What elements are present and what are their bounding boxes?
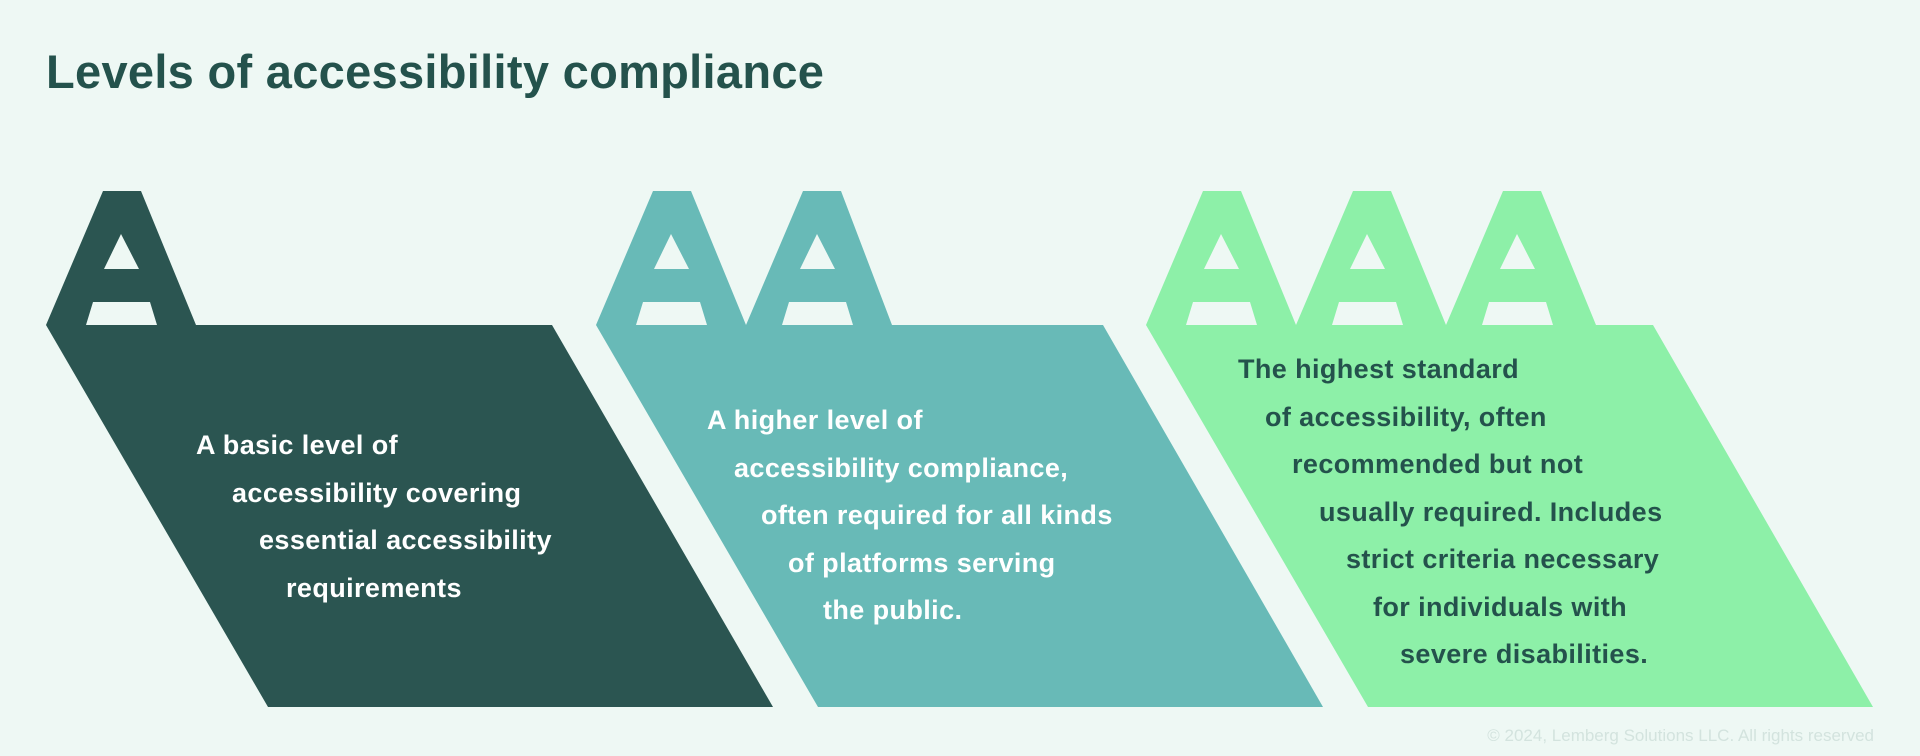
letter-a-glyph xyxy=(1446,191,1596,325)
level-aa-parallelogram xyxy=(596,325,1323,707)
description-line: of accessibility, often xyxy=(1265,401,1547,432)
description-line: usually required. Includes xyxy=(1319,496,1663,527)
description-line: severe disabilities. xyxy=(1400,639,1649,669)
letter-a-glyph xyxy=(1296,191,1446,325)
level-a-parallelogram xyxy=(46,325,773,707)
description-line: strict criteria necessary xyxy=(1346,544,1660,574)
description-line: often required for all kinds xyxy=(761,500,1113,530)
level-a-shape xyxy=(46,191,773,707)
letter-a-glyph xyxy=(746,191,892,325)
description-line: accessibility compliance, xyxy=(734,452,1069,483)
level-a-description: A basic level of accessibility covering … xyxy=(196,422,552,612)
level-aaa-parallelogram xyxy=(1146,325,1873,707)
description-line: essential accessibility xyxy=(259,525,552,555)
level-aa-description: A higher level of accessibility complian… xyxy=(707,397,1113,635)
letter-a-glyph xyxy=(596,191,746,325)
level-aaa-letters-icon xyxy=(1146,191,1596,325)
page-title: Levels of accessibility compliance xyxy=(46,45,825,98)
level-aa-letters-icon xyxy=(596,191,892,325)
description-line: for individuals with xyxy=(1373,591,1628,622)
description-line: A basic level of xyxy=(196,430,398,460)
level-a-letter-icon xyxy=(46,191,196,325)
level-aa-shape xyxy=(596,191,1323,707)
letter-a-glyph xyxy=(1146,191,1296,325)
letter-a-glyph xyxy=(46,191,196,325)
level-aaa-description: The highest standard of accessibility, o… xyxy=(1238,346,1663,679)
description-line: recommended but not xyxy=(1292,449,1584,479)
description-line: accessibility covering xyxy=(232,477,522,508)
description-line: of platforms serving xyxy=(788,547,1056,578)
description-line: requirements xyxy=(286,572,462,603)
level-aaa-shape xyxy=(1146,191,1873,707)
copyright-notice: © 2024, Lemberg Solutions LLC. All right… xyxy=(1487,726,1874,745)
description-line: The highest standard xyxy=(1238,354,1520,384)
description-line: the public. xyxy=(823,595,963,625)
description-line: A higher level of xyxy=(707,405,923,435)
